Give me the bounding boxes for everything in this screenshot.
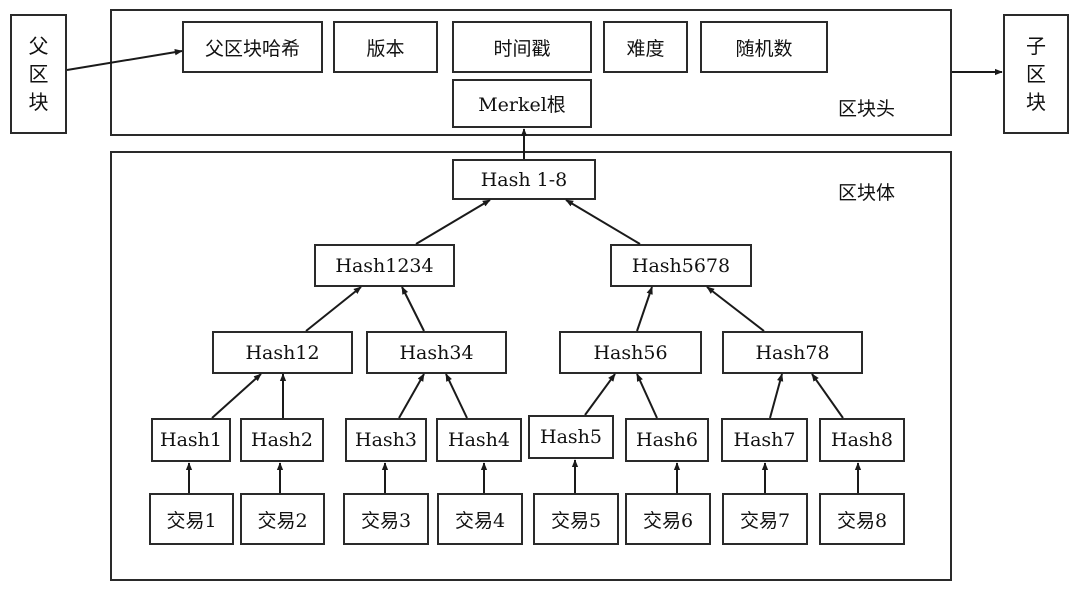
hash-leaf-6: Hash6: [625, 418, 709, 462]
child-block-char: 子: [1026, 34, 1046, 58]
hash-node-5678: Hash5678: [610, 244, 752, 287]
transaction-7: 交易7: [722, 493, 808, 545]
parent-hash-field: 父区块哈希: [182, 21, 323, 73]
nonce-field: 随机数: [700, 21, 828, 73]
transaction-3: 交易3: [343, 493, 429, 545]
version-field: 版本: [333, 21, 438, 73]
hash-node-56: Hash56: [559, 331, 702, 374]
hash-node-78: Hash78: [722, 331, 863, 374]
transaction-2: 交易2: [240, 493, 325, 545]
timestamp-field: 时间戳: [452, 21, 592, 73]
transaction-1: 交易1: [149, 493, 234, 545]
parent-block: 父 区 块: [10, 14, 67, 134]
hash-leaf-2: Hash2: [240, 418, 324, 462]
child-block: 子 区 块: [1003, 14, 1069, 134]
parent-block-char: 区: [28, 62, 49, 86]
transaction-4: 交易4: [437, 493, 523, 545]
hash-leaf-8: Hash8: [819, 418, 905, 462]
merkle-root-hash: Hash 1-8: [452, 159, 596, 200]
difficulty-field: 难度: [603, 21, 688, 73]
transaction-6: 交易6: [625, 493, 711, 545]
hash-leaf-1: Hash1: [151, 418, 231, 462]
parent-block-char: 块: [28, 90, 49, 114]
hash-node-12: Hash12: [212, 331, 353, 374]
transaction-5: 交易5: [533, 493, 619, 545]
hash-leaf-7: Hash7: [721, 418, 808, 462]
hash-node-1234: Hash1234: [314, 244, 455, 287]
block-header-label: 区块头: [838, 98, 896, 120]
hash-leaf-5: Hash5: [528, 415, 614, 459]
hash-leaf-4: Hash4: [436, 418, 522, 462]
merkle-root-field: Merkel根: [452, 79, 592, 128]
child-block-char: 区: [1026, 62, 1046, 86]
block-body-frame: [110, 151, 952, 581]
hash-node-34: Hash34: [366, 331, 507, 374]
hash-leaf-3: Hash3: [345, 418, 427, 462]
child-block-char: 块: [1026, 90, 1046, 114]
block-header-frame: [110, 9, 952, 136]
transaction-8: 交易8: [819, 493, 905, 545]
block-body-label: 区块体: [838, 182, 896, 204]
parent-block-char: 父: [28, 34, 49, 58]
